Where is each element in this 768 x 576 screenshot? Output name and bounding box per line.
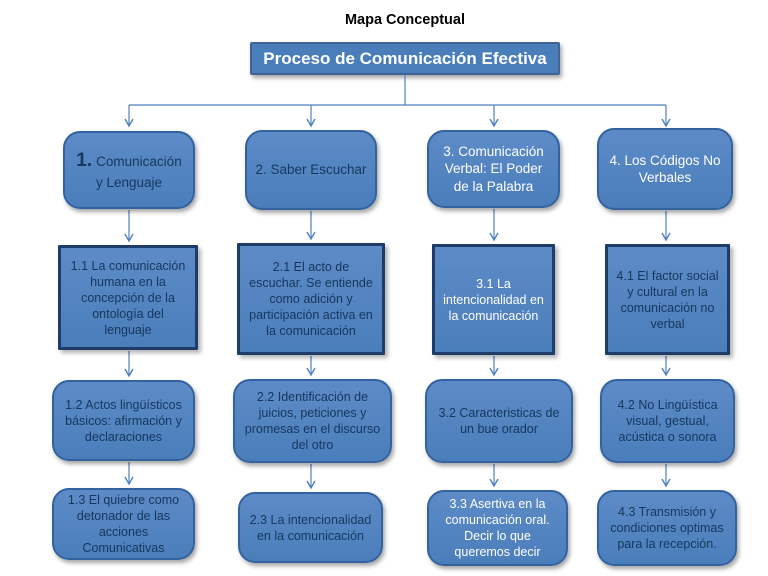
node-1-number: 1.: [76, 150, 93, 172]
node-3: 3. Comunicación Verbal: El Poder de la P…: [427, 130, 560, 208]
node-1-label: Comunicación y Lenguaje: [95, 154, 182, 190]
node-3-1: 3.1 La intencionalidad en la comunicació…: [432, 244, 555, 355]
node-2-2: 2.2 Identificación de juicios, peticione…: [233, 379, 392, 463]
node-3-2: 3.2 Caracteristicas de un bue orador: [425, 379, 573, 463]
page-title: Mapa Conceptual: [344, 12, 466, 28]
node-1-3: 1.3 El quiebre como detonador de las acc…: [52, 488, 195, 560]
node-4-2: 4.2 No Lingüística visual, gestual, acús…: [600, 379, 735, 463]
node-4: 4. Los Códigos No Verbales: [597, 128, 733, 210]
node-1-2: 1.2 Actos lingüísticos básicos: afirmaci…: [52, 380, 195, 461]
node-2: 2. Saber Escuchar: [245, 130, 377, 210]
node-2-1: 2.1 El acto de escuchar. Se entiende com…: [237, 243, 385, 355]
node-1: 1.Comunicación y Lenguaje: [63, 131, 195, 209]
node-4-3: 4.3 Transmisión y condiciones optimas pa…: [597, 490, 737, 566]
node-4-1: 4.1 El factor social y cultural en la co…: [605, 244, 730, 355]
node-1-text: 1.Comunicación y Lenguaje: [72, 149, 186, 191]
node-1-1: 1.1 La comunicación humana en la concepc…: [58, 245, 198, 350]
node-2-3: 2.3 La intencionalidad en la comunicació…: [238, 492, 383, 563]
node-3-3: 3.3 Asertiva en la comunicación oral. De…: [427, 490, 568, 566]
root-node: Proceso de Comunicación Efectiva: [250, 42, 560, 75]
